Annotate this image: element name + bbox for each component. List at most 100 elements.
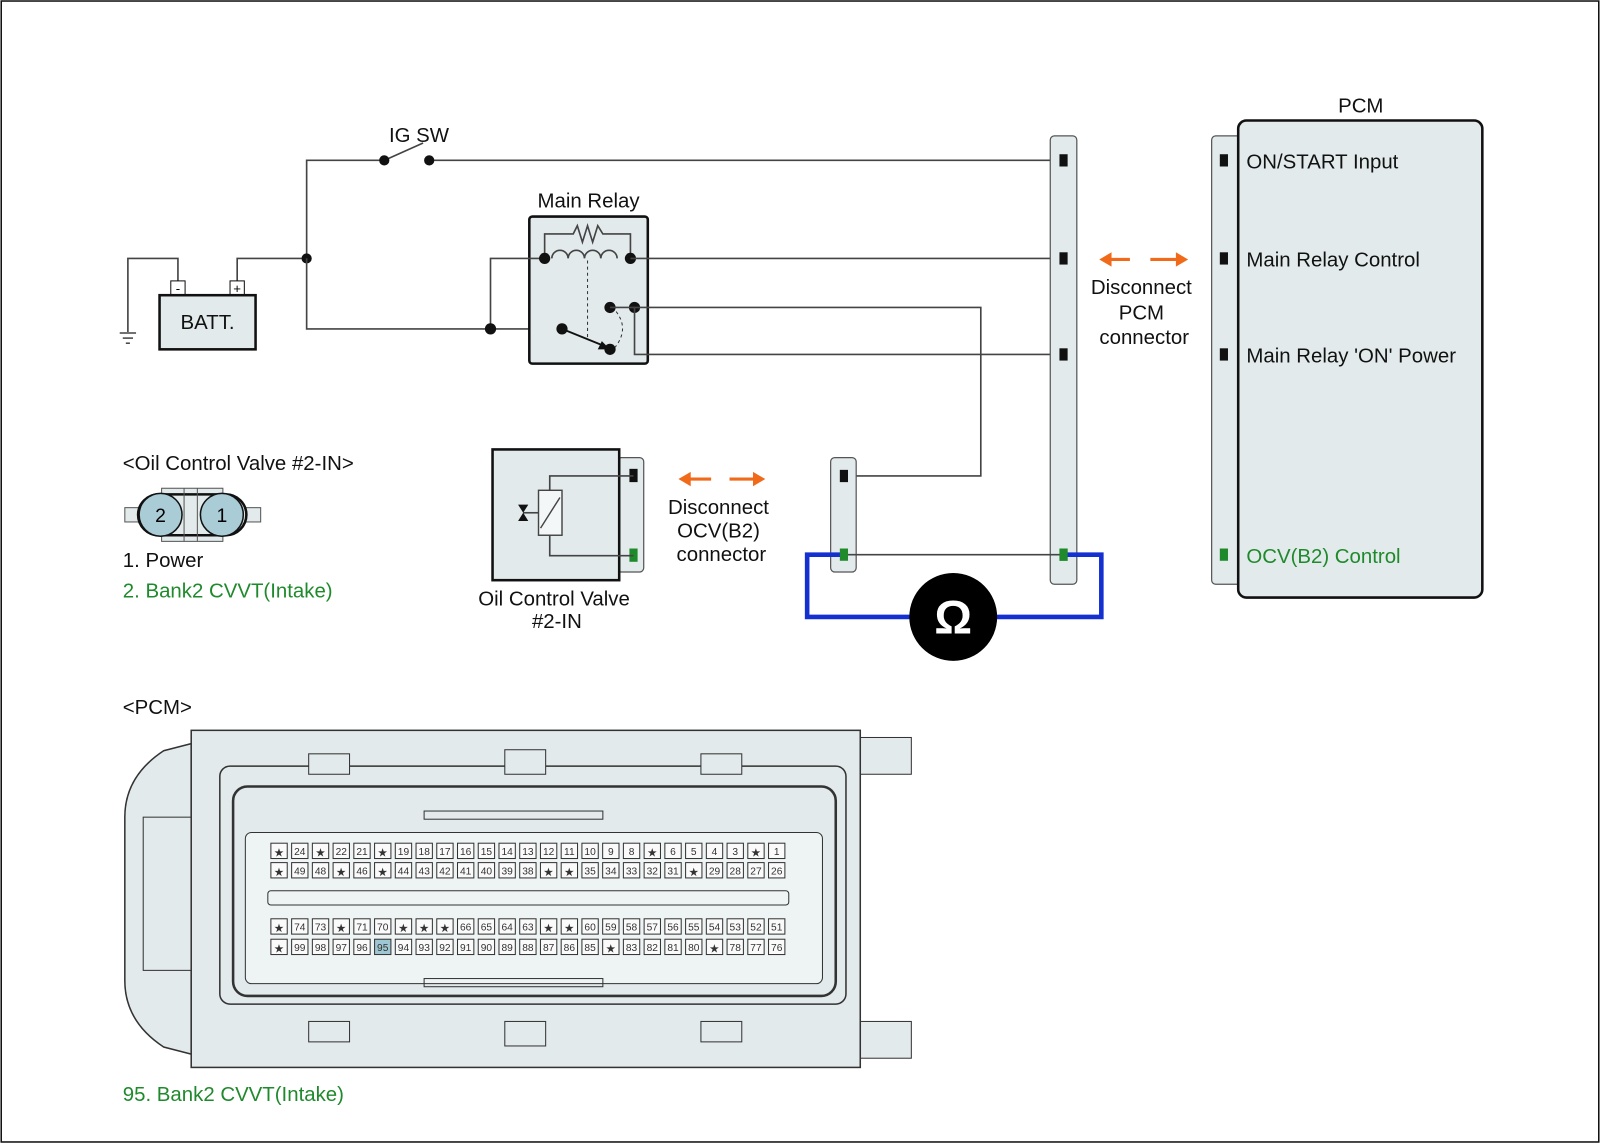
- pcm-pin: 12: [539, 842, 558, 860]
- pcm-pin: 10: [581, 842, 599, 860]
- pcm-pin: 46: [353, 862, 371, 879]
- pcm-pin: 74: [291, 918, 309, 935]
- pcm-pin-unused: ★: [332, 918, 350, 935]
- pcm-pin-number: 40: [481, 866, 493, 877]
- pcm-pin-number: 77: [750, 943, 762, 954]
- disconnect-ocv-label: Disconnect OCV(B2) connector: [668, 497, 775, 566]
- star-icon: ★: [274, 944, 283, 955]
- pcm-pin-number: 98: [315, 943, 327, 954]
- pcm-pin: 21: [353, 842, 371, 860]
- pcm-pin: 33: [622, 862, 641, 879]
- pcm-pin: 81: [664, 938, 682, 956]
- pcm-pin-number: 88: [522, 943, 534, 954]
- pcm-pin: 22: [332, 842, 350, 860]
- pcm-pin-unused: ★: [560, 862, 579, 879]
- pcm-pin: 1: [768, 842, 786, 860]
- ohmmeter: Ω: [804, 548, 1104, 661]
- pcm-pin: 64: [498, 918, 516, 935]
- pcm-terminal: OCV(B2) Control: [1219, 546, 1401, 568]
- pcm-label: PCM: [1338, 95, 1383, 117]
- star-icon: ★: [316, 848, 325, 859]
- pcm-pin-number: 92: [439, 943, 451, 954]
- ocv-component-label: Oil Control Valve #2-IN: [478, 589, 635, 633]
- pcm-pin: 34: [602, 862, 620, 879]
- pcm-terminal: Main Relay Control: [1219, 250, 1420, 272]
- pcm-pin: 6: [664, 842, 682, 860]
- pcm-terminal: Main Relay 'ON' Power: [1219, 346, 1456, 368]
- pcm-pin-number: 93: [419, 943, 431, 954]
- pcm-pin-unused: ★: [374, 842, 392, 860]
- pcm-pin: 94: [394, 938, 413, 956]
- pcm-pin-number: 5: [691, 847, 697, 858]
- pcm-pin-number: 54: [709, 923, 721, 934]
- pcm-pin: 92: [436, 938, 454, 956]
- main-relay: [484, 215, 650, 365]
- pcm-pin-number: 42: [439, 866, 451, 877]
- pcm-pin-number: 29: [709, 866, 721, 877]
- pcm-pin-number: 49: [294, 866, 306, 877]
- pcm-pin-unused: ★: [705, 938, 724, 956]
- pcm-pin-number: 17: [439, 847, 451, 858]
- pcm-harness-connector: [1049, 135, 1078, 585]
- pcm-terminal-label: Main Relay Control: [1246, 250, 1420, 272]
- pcm-pin-number: 41: [460, 866, 472, 877]
- pcm-pin: 4: [705, 842, 724, 860]
- pcm-pin-number: 63: [522, 923, 534, 934]
- pcm-pin: 83: [622, 938, 641, 956]
- pcm-pin-number: 90: [481, 943, 493, 954]
- pcm-pin-number: 24: [294, 847, 306, 858]
- pcm-pin-number: 89: [501, 943, 513, 954]
- pcm-pin-number: 8: [629, 847, 635, 858]
- ocv-pin-1: 1: [216, 505, 227, 527]
- pcm-pin-number: 11: [564, 847, 575, 858]
- pcm-pin-unused: ★: [685, 862, 703, 879]
- star-icon: ★: [565, 924, 574, 935]
- pcm-pin-number: 99: [294, 943, 306, 954]
- pcm-terminal: ON/START Input: [1219, 152, 1399, 174]
- star-icon: ★: [337, 867, 346, 878]
- pcm-pin-number: 39: [501, 866, 513, 877]
- pcm-pin-unused: ★: [270, 842, 288, 860]
- pcm-pin-number: 58: [626, 923, 638, 934]
- pcm-pin-number: 16: [460, 847, 472, 858]
- pcm-pin-number: 76: [771, 943, 783, 954]
- pcm-pin: 32: [643, 862, 661, 879]
- pcm-pin-unused: ★: [374, 862, 392, 879]
- pcm-pin-number: 32: [647, 866, 659, 877]
- pcm-pin: 5: [685, 842, 703, 860]
- pcm-pin-number: 19: [398, 847, 410, 858]
- pcm-pin-number: 35: [584, 866, 596, 877]
- pcm-pin-number: 74: [294, 923, 306, 934]
- pcm-pin-number: 56: [667, 923, 679, 934]
- pcm-pin-number: 33: [626, 866, 638, 877]
- pcm-pin: 99: [291, 938, 309, 956]
- pcm-pin: 28: [726, 862, 744, 879]
- star-icon: ★: [544, 924, 553, 935]
- pcm-pin: 35: [581, 862, 599, 879]
- pcm-pin-number: 4: [712, 847, 718, 858]
- pcm-pin-unused: ★: [311, 842, 330, 860]
- pcm-pin-unused: ★: [270, 862, 288, 879]
- pcm-pin: 73: [311, 918, 330, 935]
- star-icon: ★: [420, 924, 429, 935]
- ig-switch: [305, 142, 1063, 259]
- pcm-pin: 40: [477, 862, 496, 879]
- pcm-pin-number: 81: [667, 943, 679, 954]
- star-icon: ★: [274, 848, 283, 859]
- pcm-pin: 88: [519, 938, 537, 956]
- pcm-pin-unused: ★: [643, 842, 661, 860]
- ocv-pin-2: 2: [155, 505, 166, 527]
- star-icon: ★: [606, 944, 615, 955]
- pcm-pin-number: 94: [398, 943, 410, 954]
- pcm-pin-unused: ★: [270, 938, 288, 956]
- pcm-pin: 17: [436, 842, 454, 860]
- pcm-pin: 91: [456, 938, 475, 956]
- pcm-pin: 38: [519, 862, 537, 879]
- pcm-pin-number: 57: [647, 923, 659, 934]
- pcm-pin: 96: [353, 938, 371, 956]
- pcm-pin: 27: [747, 862, 765, 879]
- pcm-pin-number: 59: [605, 923, 617, 934]
- pcm-pin: 13: [519, 842, 537, 860]
- pcm-pin-number: 52: [750, 923, 762, 934]
